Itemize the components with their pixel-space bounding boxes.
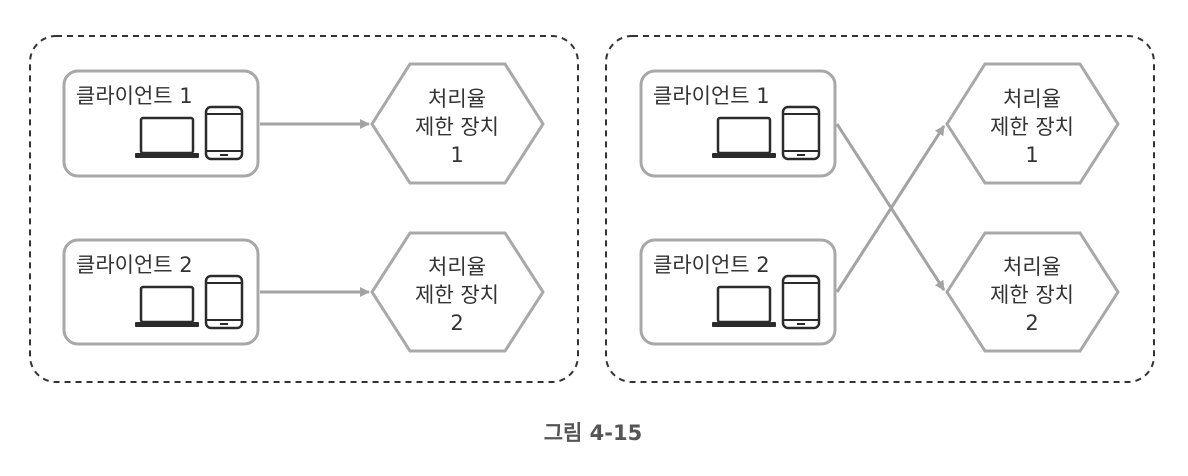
client-box — [62, 69, 260, 178]
client-box — [62, 238, 260, 346]
right-dashed-frame — [605, 35, 1155, 383]
limiter-label-line2: 제한 장치 — [990, 283, 1074, 307]
left-panel: 클라이언트 1 클라이언트 2 — [29, 35, 579, 383]
limiter-hexagon — [945, 231, 1120, 353]
client-label: 클라이언트 2 — [76, 253, 193, 277]
figure-caption: 그림 4-15 — [544, 421, 643, 445]
client-box — [639, 238, 837, 346]
right-client-1: 클라이언트 1 — [639, 69, 837, 178]
laptop-icon — [135, 116, 199, 158]
limiter-hexagon — [370, 62, 545, 185]
left-client-2: 클라이언트 2 — [62, 238, 260, 346]
limiter-label-line1: 처리율 — [428, 87, 486, 111]
arrow-client2-to-limiter1 — [835, 125, 946, 293]
laptop-icon — [712, 285, 776, 327]
phone-icon — [781, 274, 821, 330]
limiter-hexagon — [370, 231, 545, 353]
laptop-icon — [712, 116, 776, 158]
limiter-label-line3: 2 — [450, 311, 463, 335]
limiter-label-line3: 2 — [1025, 311, 1038, 335]
left-dashed-frame — [29, 35, 579, 383]
limiter-label-line2: 제한 장치 — [990, 115, 1074, 139]
limiter-label-line2: 제한 장치 — [415, 115, 499, 139]
limiter-label-line3: 1 — [1025, 143, 1038, 167]
right-client-2: 클라이언트 2 — [639, 238, 837, 346]
limiter-label-line1: 처리율 — [428, 255, 486, 279]
limiter-label-line1: 처리율 — [1003, 87, 1061, 111]
client-label: 클라이언트 1 — [653, 84, 770, 108]
left-client-1: 클라이언트 1 — [62, 69, 260, 178]
laptop-icon — [135, 285, 199, 327]
limiter-hexagon — [945, 62, 1120, 185]
client-box — [639, 69, 837, 178]
phone-icon — [781, 105, 821, 161]
phone-icon — [204, 105, 244, 161]
right-rate-limiter-1: 처리율 제한 장치 1 — [945, 62, 1120, 185]
right-rate-limiter-2: 처리율 제한 장치 2 — [945, 231, 1120, 353]
right-panel: 클라이언트 1 클라이언트 2 — [605, 35, 1155, 383]
client-label: 클라이언트 1 — [76, 84, 193, 108]
left-rate-limiter-1: 처리율 제한 장치 1 — [370, 62, 545, 185]
left-rate-limiter-2: 처리율 제한 장치 2 — [370, 231, 545, 353]
limiter-label-line3: 1 — [450, 143, 463, 167]
limiter-label-line2: 제한 장치 — [415, 283, 499, 307]
client-label: 클라이언트 2 — [653, 253, 770, 277]
phone-icon — [204, 274, 244, 330]
limiter-label-line1: 처리율 — [1003, 255, 1061, 279]
